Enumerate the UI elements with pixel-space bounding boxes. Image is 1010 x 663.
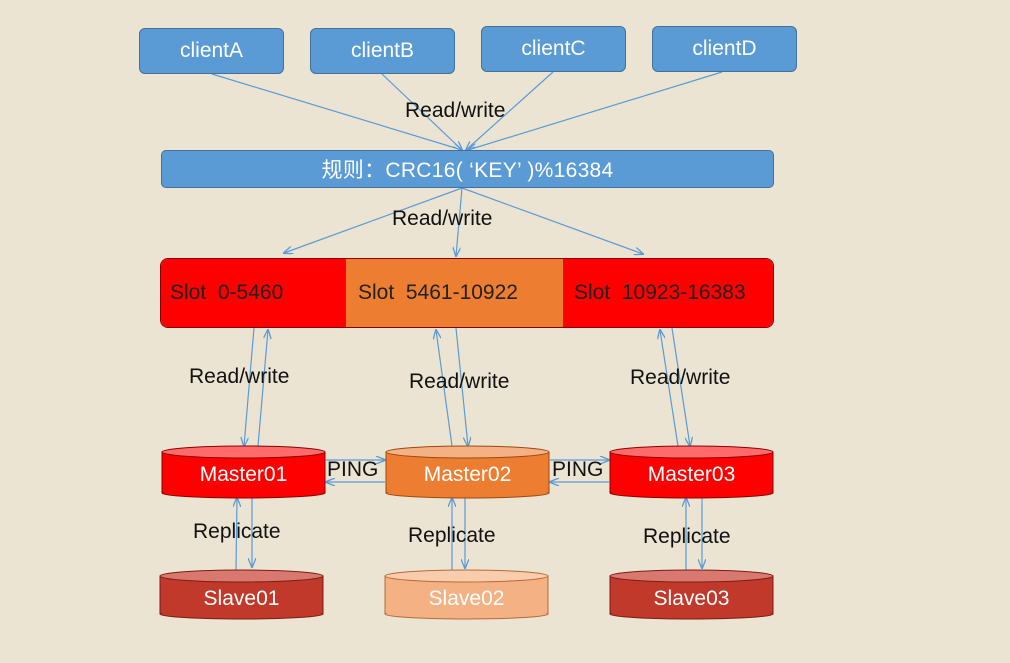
slot-range-3: Slot 10923-16383 xyxy=(563,259,773,327)
slave02-cylinder xyxy=(384,569,549,620)
edge-master02-slot2-up xyxy=(436,330,453,447)
master01-label: Master01 xyxy=(199,463,288,486)
edge-rule-slot2 xyxy=(456,187,463,256)
slave01-cylinder xyxy=(159,569,324,620)
label-rule-readwrite: Read/write xyxy=(392,207,493,230)
label-replicate-1: Replicate xyxy=(193,520,281,543)
edge-slot2-master02-down xyxy=(455,327,468,446)
edge-master03-slot3-up xyxy=(660,330,679,447)
edge-clientC-rule xyxy=(466,71,554,150)
edge-slot1-master01-down xyxy=(244,327,255,446)
edge-rule-slot3 xyxy=(461,187,643,254)
edge-rule-slot1 xyxy=(284,187,463,253)
label-ping-2: PING xyxy=(552,458,604,481)
slave03-cylinder xyxy=(609,569,774,620)
clientC-node: clientC xyxy=(481,26,626,72)
hash-rule-bar: 规则：CRC16( ‘KEY’ )%16384 xyxy=(161,150,774,188)
slot-bar: Slot 0-5460 Slot 5461-10922 Slot 10923-1… xyxy=(160,258,774,328)
master02-cylinder xyxy=(385,445,550,499)
label-slot2-readwrite: Read/write xyxy=(409,370,510,393)
slot-range-1-label: Slot 0-5460 xyxy=(170,281,284,304)
slave02-label: Slave02 xyxy=(428,587,505,610)
edge-clientD-rule xyxy=(468,71,723,150)
edge-slot3-master03-down xyxy=(671,327,690,446)
clientB-node: clientB xyxy=(310,28,455,74)
label-ping-1: PING xyxy=(327,458,379,481)
label-slot1-readwrite: Read/write xyxy=(189,365,290,388)
clientA-node: clientA xyxy=(139,28,284,74)
slot-range-3-label: Slot 10923-16383 xyxy=(574,281,746,304)
label-replicate-3: Replicate xyxy=(643,525,731,548)
edge-clientA-rule xyxy=(211,73,462,150)
master01-cylinder xyxy=(161,445,326,499)
edge-slave01-master01-up xyxy=(236,498,237,571)
master03-cylinder xyxy=(609,445,774,499)
edge-clientB-rule xyxy=(381,73,462,150)
label-clients-readwrite: Read/write xyxy=(405,99,506,122)
slot-range-2: Slot 5461-10922 xyxy=(346,259,563,327)
slave03-label: Slave03 xyxy=(653,587,730,610)
slave01-label: Slave01 xyxy=(203,587,280,610)
master03-label: Master03 xyxy=(647,463,736,486)
slot-range-2-label: Slot 5461-10922 xyxy=(358,281,518,304)
edge-master01-slot1-up xyxy=(257,330,268,447)
label-replicate-2: Replicate xyxy=(408,524,496,547)
label-slot3-readwrite: Read/write xyxy=(630,366,731,389)
master02-label: Master02 xyxy=(423,463,512,486)
slot-range-1: Slot 0-5460 xyxy=(161,259,346,327)
clientD-node: clientD xyxy=(652,26,797,72)
